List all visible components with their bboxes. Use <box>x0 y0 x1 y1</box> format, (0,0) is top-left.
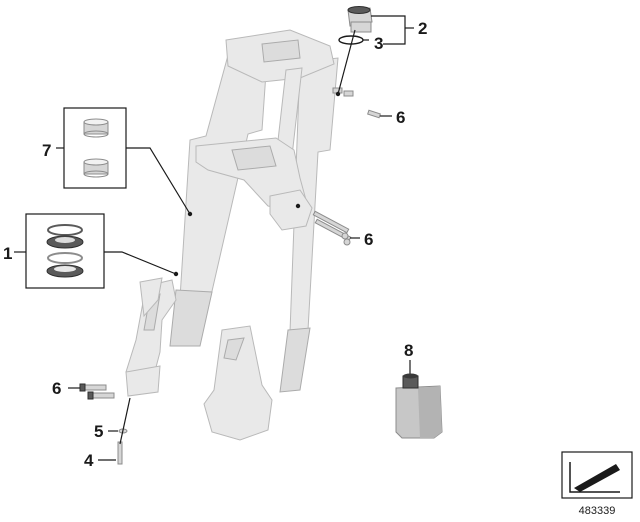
direction-arrow-icon <box>569 462 620 493</box>
callout-6-upper: 6 <box>396 108 405 127</box>
bushing-pair-icon <box>83 118 109 178</box>
kit-box-7 <box>63 107 127 189</box>
callout-6-lower: 6 <box>52 379 61 398</box>
callout-3: 3 <box>374 34 383 53</box>
callout-7: 7 <box>42 141 51 160</box>
callout-4: 4 <box>84 451 94 470</box>
seal-kit-icon <box>46 224 84 278</box>
leader-dots <box>173 91 341 277</box>
callout-5: 5 <box>94 422 103 441</box>
axle-screw-lower <box>79 383 115 400</box>
fork-cap-part <box>347 6 373 33</box>
pin-part <box>117 441 123 465</box>
leader-lines <box>14 15 414 461</box>
document-id: 483339 <box>579 505 616 517</box>
callout-labels: 2 3 6 7 6 1 8 6 5 4 <box>3 19 427 470</box>
callout-1: 1 <box>3 244 12 263</box>
fork-assembly-illustration <box>125 29 339 441</box>
callout-6-middle: 6 <box>364 230 373 249</box>
clamp-screw-upper <box>332 87 381 119</box>
callout-8: 8 <box>404 341 413 360</box>
oil-bottle-icon <box>395 373 443 439</box>
direction-symbol-box <box>561 451 633 499</box>
callout-2: 2 <box>418 19 427 38</box>
kit-box-1 <box>25 213 105 289</box>
clamp-screw-middle <box>312 210 352 246</box>
